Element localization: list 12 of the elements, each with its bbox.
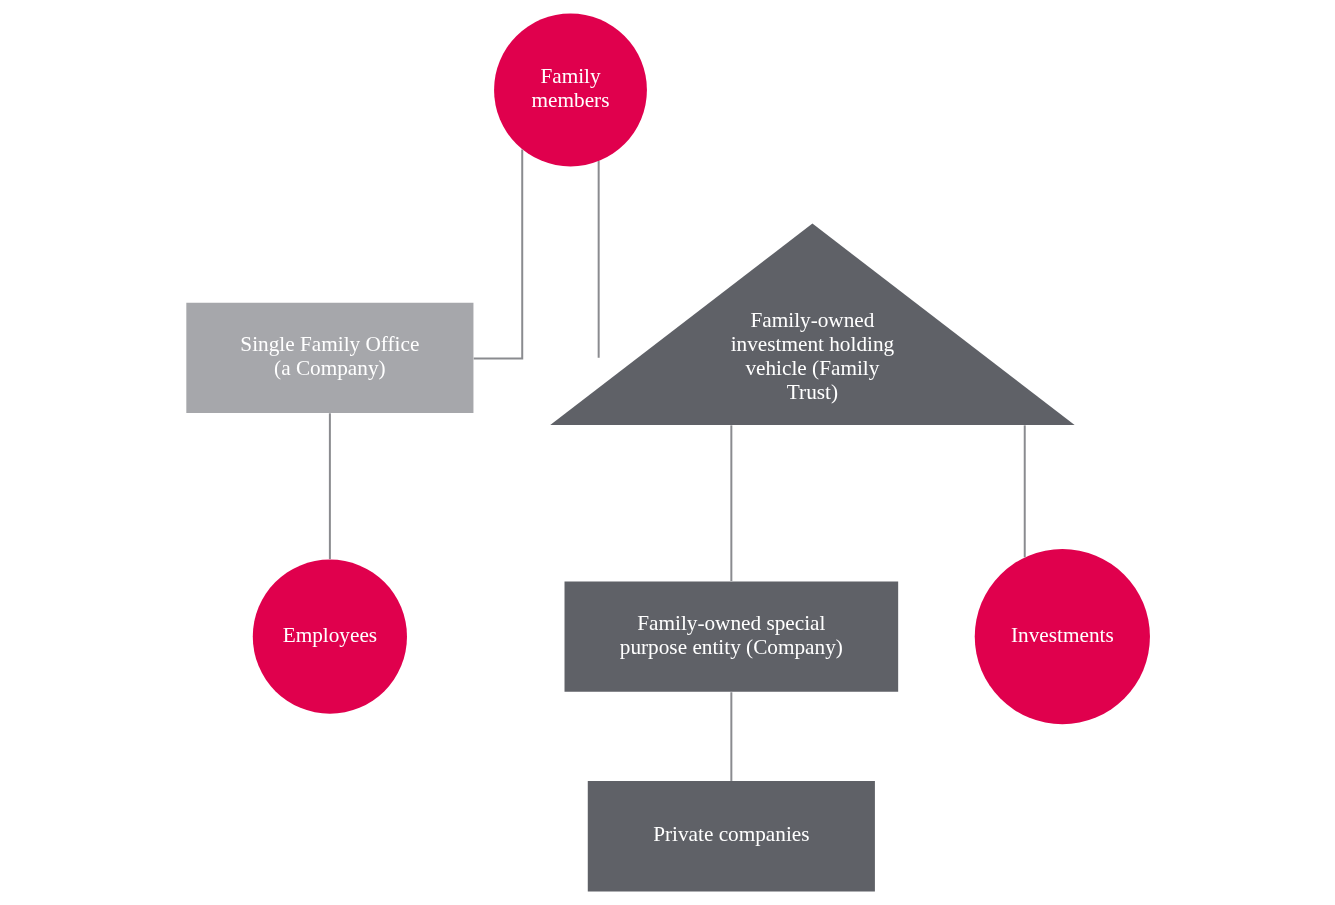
connector [472,148,523,360]
node-box: Private companies [587,781,875,892]
node-box: Family-owned special purpose entity (Company) [564,581,898,692]
node-circle: Investments [974,549,1150,725]
node-circle: Family members [493,13,647,167]
node-box: Single Family Office (a Company) [185,302,473,413]
connector [328,412,331,561]
connector [729,424,732,582]
connector [729,691,732,782]
node-circle: Employees [252,559,407,714]
connector [1023,424,1026,559]
connector [597,160,600,359]
